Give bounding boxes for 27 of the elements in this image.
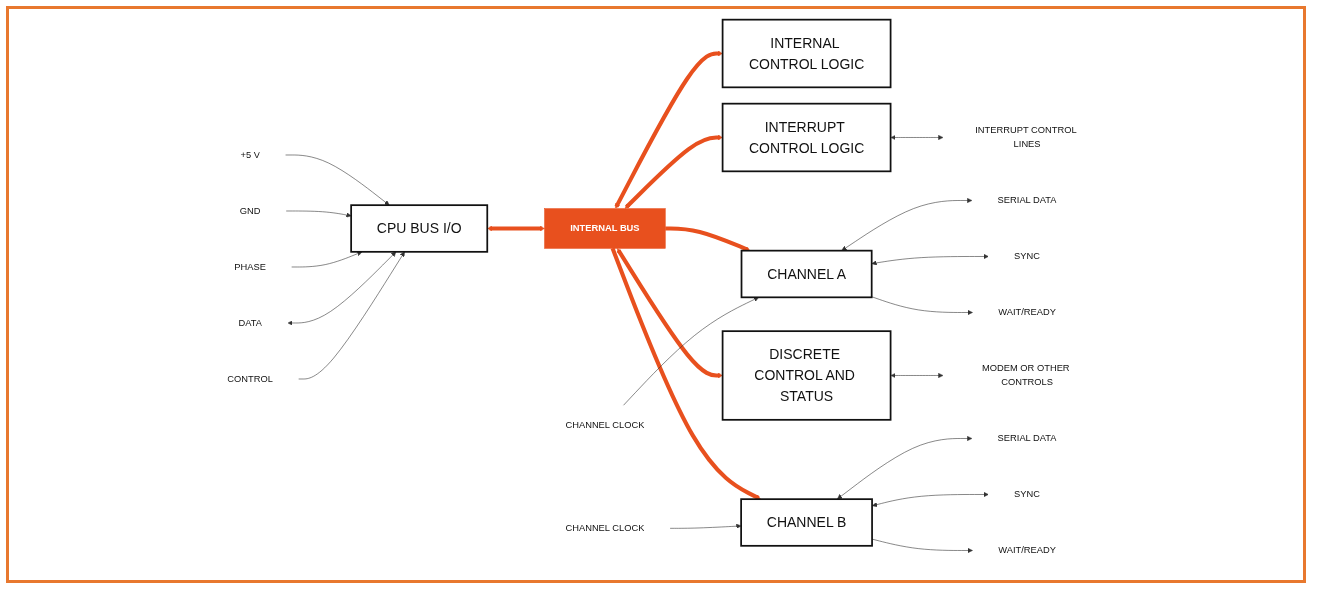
- node-text: PHASE: [233, 261, 266, 272]
- node-text: GND: [239, 205, 261, 216]
- node-text: SERIAL DATA: [997, 194, 1057, 205]
- node-text: +5 V: [240, 149, 260, 160]
- node-text: CHANNEL CLOCK: [565, 419, 645, 430]
- node-box: INTERNAL BUS: [543, 207, 666, 249]
- node-text: WAIT/READY: [997, 544, 1056, 555]
- node-text: MODEM OR OTHER CONTROLS: [981, 362, 1070, 387]
- arrow: [486, 225, 545, 231]
- node-text: SERIAL DATA: [997, 432, 1057, 443]
- node-box: INTERNAL CONTROL LOGIC: [721, 18, 892, 88]
- arrow: [614, 50, 723, 209]
- node-text: CHANNEL CLOCK: [565, 522, 645, 533]
- arrow: [624, 134, 723, 209]
- node-box: CPU BUS I/O: [349, 203, 488, 253]
- node-text: SYNC: [1013, 488, 1040, 499]
- node-text: INTERRUPT CONTROL LINES: [974, 124, 1076, 149]
- arrow: [616, 247, 723, 378]
- node-box: CHANNEL A: [740, 249, 873, 298]
- node-text: SYNC: [1013, 250, 1040, 261]
- node-box: CHANNEL B: [739, 497, 873, 547]
- node-box: DISCRETE CONTROL AND STATUS: [721, 329, 892, 421]
- node-text: WAIT/READY: [997, 306, 1056, 317]
- node-text: CONTROL: [226, 373, 273, 384]
- arrow: [664, 225, 750, 252]
- node-text: DATA: [238, 317, 262, 328]
- node-box: INTERRUPT CONTROL LOGIC: [721, 102, 892, 172]
